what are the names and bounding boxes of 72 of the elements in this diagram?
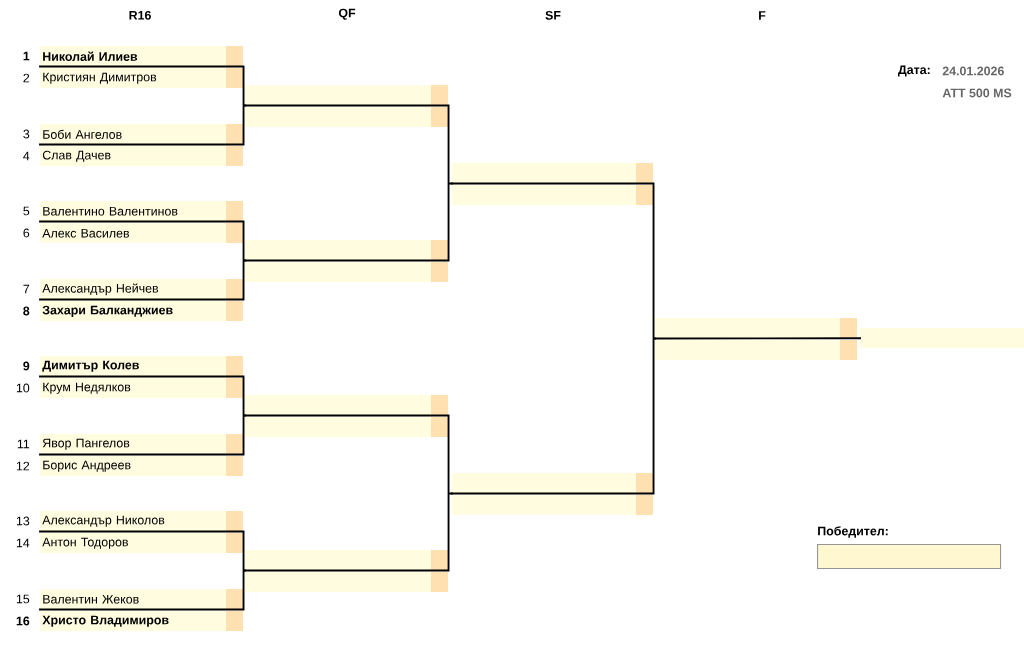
- seed-number: 8: [23, 306, 30, 316]
- player-bar: Антон Тодоров: [40, 533, 243, 553]
- seed-number: 15: [16, 594, 30, 604]
- player-bar: Боби Ангелов: [40, 124, 243, 144]
- node-label: Александър Нейчев: [42, 283, 159, 296]
- empty-slot: [245, 417, 448, 437]
- bracket-line: [451, 182, 656, 495]
- bracket-line: [39, 375, 246, 456]
- empty-slot: [245, 85, 448, 105]
- seed-number: 5: [23, 206, 30, 216]
- empty-slot: [655, 340, 857, 360]
- seed-number: 12: [16, 461, 30, 471]
- empty-slot: [452, 185, 653, 205]
- bracket-line: [39, 220, 246, 301]
- empty-slot: [245, 107, 448, 127]
- player-bar: Александър Николов: [40, 511, 243, 531]
- empty-slot: [245, 550, 448, 570]
- player-bar: Захари Балканджиев: [40, 301, 243, 321]
- empty-slot: [452, 473, 653, 493]
- node-label: Валентино Валентинов: [43, 206, 178, 216]
- bracket-line: [654, 337, 861, 340]
- player-bar: Валентин Жеков: [40, 589, 243, 609]
- bracket-line: [39, 65, 246, 146]
- player-bar: Кристиян Димитров: [40, 68, 243, 88]
- seed-number: 13: [16, 516, 30, 526]
- empty-slot: [452, 495, 653, 515]
- column-heading: QF: [338, 8, 356, 20]
- player-bar: Алекс Василев: [40, 223, 243, 243]
- empty-slot: [245, 262, 448, 282]
- node-label: Димитър Колев: [42, 360, 139, 372]
- empty-slot: [655, 318, 857, 338]
- empty-slot: [860, 328, 1024, 348]
- bracket-line: [244, 104, 453, 262]
- player-bar: Борис Андреев: [40, 456, 243, 476]
- node-label: Победител:: [818, 526, 888, 538]
- player-bar: Александър Нейчев: [40, 279, 243, 299]
- node-label: Явор Пангелов: [42, 438, 130, 450]
- seed-number: 2: [23, 73, 30, 83]
- column-heading: R16: [129, 10, 151, 20]
- player-bar: Валентино Валентинов: [40, 201, 243, 221]
- seed-number: 4: [23, 151, 30, 161]
- date-value: 24.01.2026: [942, 66, 1004, 76]
- seed-number: 10: [16, 383, 30, 393]
- node-label: Валентин Жеков: [43, 594, 139, 604]
- column-heading: SF: [545, 10, 561, 20]
- seed-number: 7: [23, 284, 30, 294]
- player-bar: Слав Дачев: [40, 146, 243, 166]
- date-label: Дата:: [898, 65, 930, 77]
- seed-number: 3: [23, 129, 30, 139]
- player-bar: Крум Недялков: [40, 378, 243, 398]
- empty-slot: [452, 163, 653, 183]
- seed-number: 9: [23, 361, 30, 371]
- empty-slot: [245, 395, 448, 415]
- empty-slot: [245, 572, 448, 592]
- node-label: Боби Ангелов: [43, 129, 122, 139]
- node-label: Александър Николов: [42, 515, 165, 527]
- seed-number: 16: [16, 616, 30, 626]
- player-bar: Христо Владимиров: [40, 611, 243, 631]
- answer-box: Победител:: [817, 526, 1002, 570]
- seed-number: 6: [23, 228, 30, 238]
- bracket-line: [39, 530, 246, 611]
- player-bar: Явор Пангелов: [40, 434, 243, 454]
- tournament-category: ATT 500 MS: [942, 88, 1012, 98]
- seed-number: 11: [17, 439, 30, 449]
- column-heading: F: [759, 11, 766, 20]
- seed-number: 1: [23, 51, 30, 61]
- player-bar: Димитър Колев: [40, 356, 243, 376]
- bracket-line: [244, 414, 453, 572]
- seed-number: 14: [16, 538, 30, 548]
- empty-slot: [245, 240, 448, 260]
- node-label: Николай Илиев: [43, 51, 138, 61]
- player-bar: Николай Илиев: [40, 46, 243, 66]
